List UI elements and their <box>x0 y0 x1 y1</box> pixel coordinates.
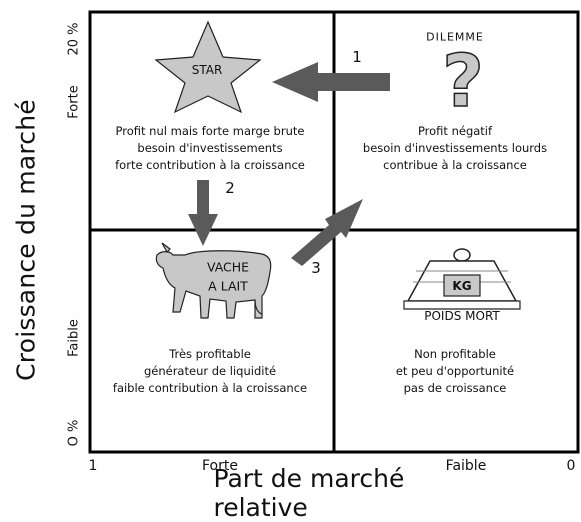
star-line-3: forte contribution à la croissance <box>115 158 305 172</box>
arrow-1 <box>272 62 390 102</box>
poids-line-3: pas de croissance <box>403 381 507 395</box>
x-tick-1: 1 <box>88 458 98 474</box>
x-tick-faible: Faible <box>445 458 487 474</box>
x-tick-0: 0 <box>566 458 576 474</box>
y-tick-0: O % <box>66 419 82 447</box>
x-tick-forte: Forte <box>202 458 238 474</box>
arrow-3-number: 3 <box>311 259 321 277</box>
arrow-2 <box>188 180 218 246</box>
star-label: STAR <box>191 63 223 77</box>
y-tick-faible: Faible <box>66 319 82 357</box>
vache-line-3: faible contribution à la croissance <box>112 381 308 395</box>
star-icon <box>154 20 262 114</box>
y-axis-label: Croissance du marché <box>11 99 41 381</box>
matrix-graphics: ? <box>88 10 580 454</box>
dilemme-line-2: besoin d'investissements lourds <box>362 141 548 155</box>
vache-label-2: A LAIT <box>208 278 248 294</box>
star-line-1: Profit nul mais forte marge brute <box>115 124 305 138</box>
dilemme-description: Profit négatif besoin d'investissements … <box>363 123 547 174</box>
poids-description: Non profitable et peu d'opportunité pas … <box>396 346 514 397</box>
star-description: Profit nul mais forte marge brute besoin… <box>115 123 305 174</box>
vache-description: Très profitable générateur de liquidité … <box>113 346 307 397</box>
poids-line-1: Non profitable <box>414 347 496 361</box>
dilemme-line-3: contribue à la croissance <box>383 158 527 172</box>
star-line-2: besoin d'investissements <box>137 141 283 155</box>
vache-line-2: générateur de liquidité <box>143 364 277 378</box>
vache-line-1: Très profitable <box>169 347 251 361</box>
bcg-matrix: ? Croissance du marché Part de marché re… <box>11 10 580 522</box>
question-mark-icon: ? <box>441 38 484 124</box>
y-tick-forte: Forte <box>66 85 82 119</box>
arrow-1-number: 1 <box>352 48 362 66</box>
vache-label-1: VACHE <box>206 259 250 275</box>
arrow-3 <box>291 199 363 266</box>
dilemme-line-1: Profit négatif <box>417 124 493 138</box>
arrow-2-number: 2 <box>225 179 235 197</box>
y-tick-20: 20 % <box>66 22 82 56</box>
cow-icon <box>155 242 272 319</box>
svg-text:?: ? <box>442 39 484 123</box>
x-axis-label: Part de marché relative <box>213 464 405 522</box>
weight-icon <box>403 248 521 310</box>
poids-line-2: et peu d'opportunité <box>395 364 515 378</box>
poids-mort-label: POIDS MORT <box>424 309 500 323</box>
dilemme-label: DILEMME <box>426 30 484 44</box>
weight-kg-label: KG <box>452 279 472 293</box>
